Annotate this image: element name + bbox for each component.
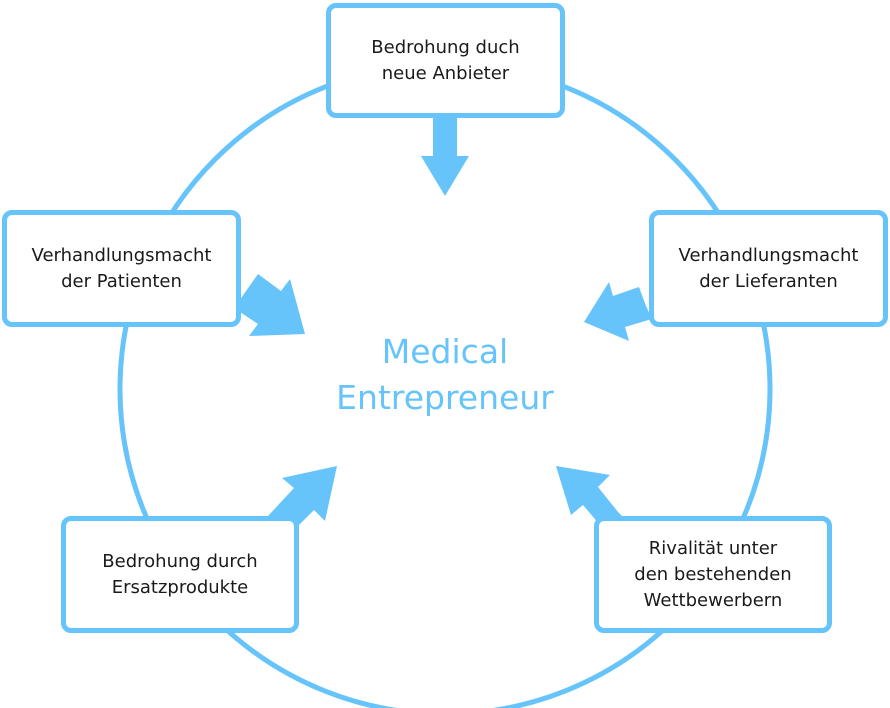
arrow-top xyxy=(421,118,469,196)
force-box-patient-power: Verhandlungsmacht der Patienten xyxy=(2,210,241,327)
arrow-left xyxy=(234,274,305,336)
center-title: Medical Entrepreneur xyxy=(336,332,554,417)
force-box-supplier-power: Verhandlungsmacht der Lieferanten xyxy=(649,210,888,327)
force-box-substitutes: Bedrohung durch Ersatzprodukte xyxy=(61,516,299,633)
arrow-right xyxy=(584,282,652,341)
force-box-new-entrants: Bedrohung duch neue Anbieter xyxy=(326,3,565,118)
arrow-bottom-right xyxy=(556,466,622,532)
force-box-rivalry: Rivalität unter den bestehenden Wettbewe… xyxy=(594,516,832,633)
